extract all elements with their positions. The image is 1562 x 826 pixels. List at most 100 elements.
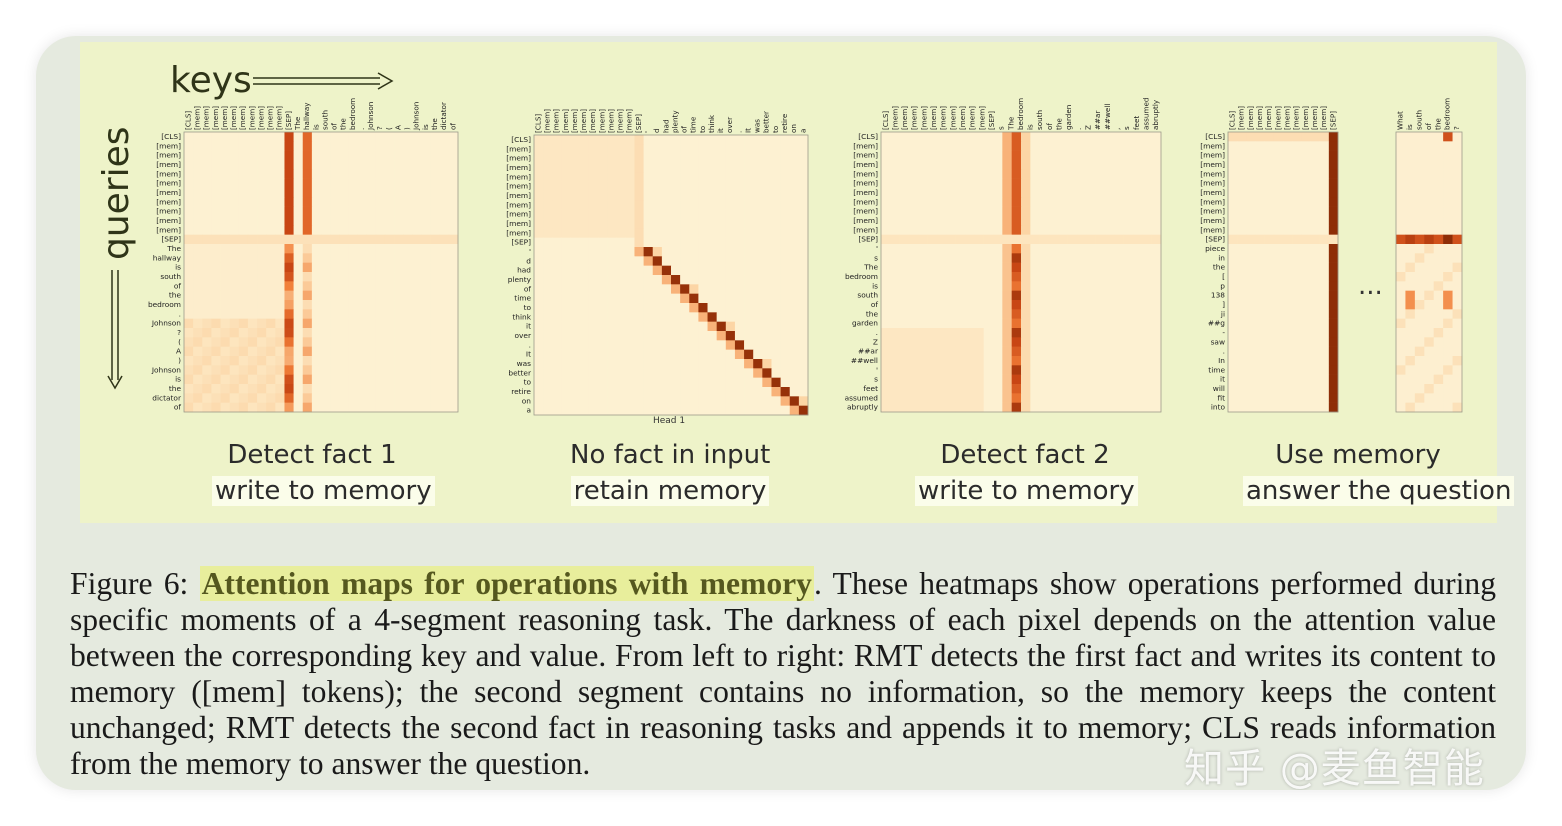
y-tick-label: [mem]	[1200, 188, 1225, 197]
heatmap-cell	[1095, 160, 1106, 170]
heatmap-cell	[946, 234, 956, 245]
heatmap-cell	[762, 293, 772, 304]
heatmap-cell	[357, 262, 367, 273]
heatmap-cell	[744, 153, 754, 164]
heatmap-cell	[1452, 318, 1463, 329]
heatmap-cell	[1123, 132, 1134, 142]
heatmap-cell	[707, 284, 717, 294]
heatmap-cell	[211, 337, 221, 347]
heatmap-cell	[1011, 374, 1022, 385]
heatmap-cell	[1255, 393, 1265, 403]
heatmap-cell	[725, 256, 736, 266]
heatmap-cell	[744, 181, 754, 192]
heatmap-cell	[661, 237, 672, 248]
heatmap-cell	[1443, 206, 1453, 217]
heatmap-cell	[257, 393, 267, 403]
heatmap-cell	[607, 172, 617, 182]
heatmap-cell	[1328, 272, 1339, 282]
heatmap-cell	[257, 374, 267, 385]
heatmap-cell	[744, 321, 754, 332]
heatmap-cell	[561, 405, 571, 416]
heatmap-cell	[1049, 309, 1059, 319]
heatmap-cell	[375, 356, 386, 366]
heatmap-cell	[184, 178, 194, 189]
heatmap-cell	[725, 275, 736, 285]
heatmap-cell	[1273, 374, 1284, 385]
heatmap-cell	[1030, 402, 1040, 413]
heatmap-cell	[247, 337, 258, 347]
heatmap-cell	[284, 309, 294, 319]
heatmap-cell	[257, 384, 267, 394]
heatmap-cell	[375, 141, 386, 151]
heatmap-cell	[1067, 160, 1078, 170]
heatmap-cell	[625, 265, 635, 276]
heatmap-cell	[394, 393, 404, 403]
heatmap-cell	[284, 244, 294, 254]
heatmap-cell	[946, 290, 956, 301]
heatmap-cell	[652, 172, 663, 182]
heatmap-cell	[1105, 402, 1115, 413]
heatmap-cell	[1133, 356, 1143, 366]
heatmap-cell	[321, 281, 331, 291]
heatmap-cell	[579, 293, 590, 304]
heatmap-cell	[597, 219, 608, 229]
heatmap-cell	[918, 216, 928, 226]
heatmap-cell	[1133, 272, 1143, 282]
heatmap-cell	[1328, 216, 1339, 226]
queries-arrow-icon	[107, 270, 123, 390]
heatmap-cell	[1049, 216, 1059, 226]
heatmap-cell	[1310, 244, 1320, 254]
heatmap-cell	[983, 244, 994, 254]
heatmap-cell	[1396, 384, 1406, 394]
heatmap-cell	[275, 141, 285, 151]
heatmap-cell	[421, 244, 431, 254]
heatmap-cell	[1030, 309, 1040, 319]
heatmap-cell	[725, 135, 736, 145]
heatmap-cell	[561, 303, 571, 313]
heatmap-cell	[266, 234, 276, 245]
heatmap-cell	[1319, 402, 1330, 413]
heatmap-cell	[918, 169, 928, 179]
heatmap-cell	[394, 244, 404, 254]
heatmap-cell	[1319, 234, 1330, 245]
heatmap-cell	[184, 346, 194, 357]
heatmap-cell	[616, 265, 626, 276]
heatmap-cell	[1011, 234, 1022, 245]
heatmap-cell	[1142, 169, 1152, 179]
heatmap-cell	[552, 219, 562, 229]
heatmap-cell	[293, 169, 304, 179]
heatmap-cell	[1237, 384, 1247, 394]
heatmap-cell	[229, 234, 240, 245]
heatmap-cell	[734, 312, 745, 322]
heatmap-cell	[193, 365, 203, 375]
heatmap-cell	[348, 206, 358, 217]
heatmap-cell	[890, 318, 900, 329]
heatmap-cell	[1021, 225, 1031, 235]
heatmap-cell	[561, 293, 571, 304]
heatmap-cell	[1396, 300, 1406, 310]
heatmap-cell	[1246, 281, 1256, 291]
heatmap-cell	[1452, 346, 1463, 357]
heatmap-cell	[616, 191, 626, 201]
heatmap-cell	[1301, 225, 1311, 235]
heatmap-cell	[661, 200, 672, 210]
heatmap-cell	[421, 393, 431, 403]
heatmap-cell	[1433, 141, 1444, 151]
heatmap-cell	[689, 200, 699, 210]
heatmap-cell	[1405, 150, 1416, 161]
heatmap-cell	[1414, 337, 1425, 347]
heatmap-cell	[348, 318, 358, 329]
heatmap-cell	[266, 262, 276, 273]
heatmap-cell	[597, 321, 608, 332]
heatmap-cell	[1292, 328, 1302, 338]
heatmap-cell	[937, 160, 947, 170]
heatmap-cell	[1301, 160, 1311, 170]
heatmap-cell	[1228, 197, 1238, 207]
heatmap-cell	[725, 340, 736, 350]
heatmap-cell	[1433, 309, 1444, 319]
heatmap-cell	[927, 290, 938, 301]
heatmap-cell	[1310, 178, 1320, 189]
heatmap-cell	[211, 300, 221, 310]
heatmap-cell	[412, 281, 422, 291]
heatmap-cell	[881, 346, 891, 357]
